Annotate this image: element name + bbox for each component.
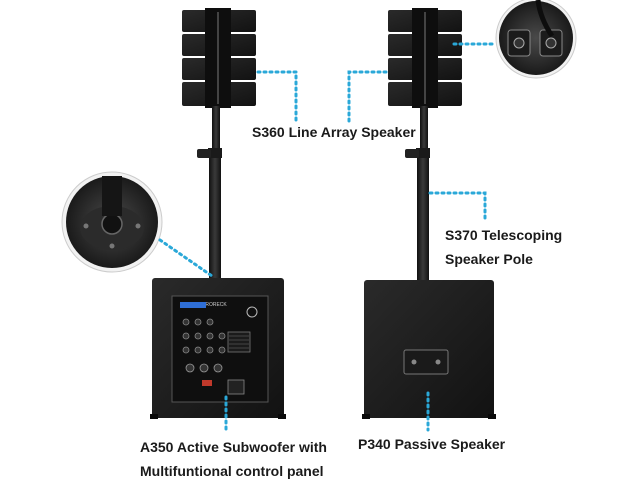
active-subwoofer: PRORECK <box>150 278 286 419</box>
passive-speaker-label: P340 Passive Speaker <box>358 436 506 452</box>
panel-brand-text: PRORECK <box>202 302 227 308</box>
telescoping-pole-label-line1: S370 Telescoping <box>445 227 563 243</box>
left-line-array-speaker <box>182 8 256 108</box>
telescoping-pole-label-line2: Speaker Pole <box>445 251 533 267</box>
passive-speaker <box>362 280 496 419</box>
passive-input-plate <box>403 349 449 375</box>
control-panel: PRORECK <box>171 295 269 403</box>
subwoofer-label-line1: A350 Active Subwoofer with <box>140 439 327 455</box>
subwoofer-label-line2: Multifuntional control panel <box>140 463 324 479</box>
right-line-array-speaker <box>388 8 462 108</box>
pole-mount-zoom-inset <box>61 171 163 273</box>
callout-lines <box>158 42 496 434</box>
right-speaker-pole <box>405 106 430 280</box>
connector-zoom-inset <box>495 0 577 79</box>
line-array-speaker-label: S360 Line Array Speaker <box>252 124 416 140</box>
left-speaker-pole <box>197 106 222 280</box>
